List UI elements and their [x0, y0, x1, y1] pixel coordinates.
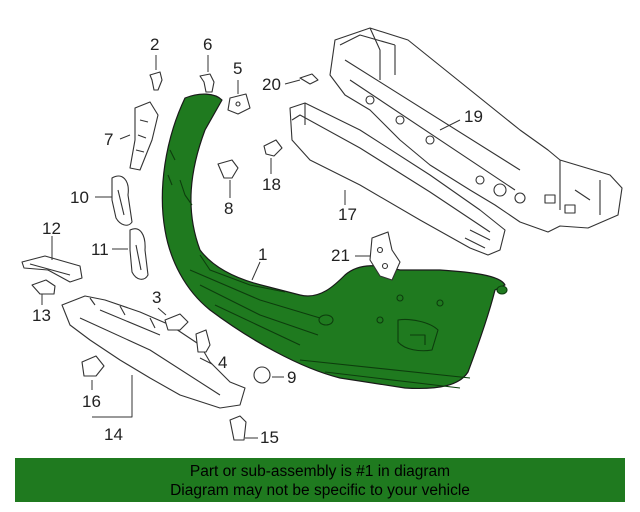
callout-6: 6: [203, 35, 213, 54]
banner-line-1: Part or sub-assembly is #1 in diagram: [189, 463, 451, 480]
callout-4: 4: [218, 353, 228, 372]
callout-12: 12: [42, 219, 61, 238]
callout-2: 2: [150, 35, 160, 54]
parts-diagram: [21, 27, 623, 441]
bolt-6[interactable]: [199, 73, 215, 93]
clip-5[interactable]: [227, 93, 251, 115]
callout-5: 5: [233, 59, 243, 78]
callout-13: 13: [32, 306, 51, 325]
callout-10: 10: [70, 188, 89, 207]
under-cover-14[interactable]: [61, 295, 246, 409]
bolt-15[interactable]: [229, 415, 247, 441]
clip-4[interactable]: [195, 329, 211, 353]
reinforcement-bar-part[interactable]: [329, 27, 623, 233]
callout-21: 21: [331, 246, 350, 265]
side-bracket-7[interactable]: [129, 101, 159, 171]
bumper-cover-part[interactable]: [161, 93, 508, 390]
callout-20: 20: [262, 75, 281, 94]
bolt-8[interactable]: [217, 159, 239, 179]
banner-line-2: Diagram may not be specific to your vehi…: [170, 482, 470, 499]
bracket-21[interactable]: [369, 231, 401, 281]
callout-9: 9: [287, 368, 297, 387]
callout-3: 3: [152, 288, 162, 307]
clip-18[interactable]: [263, 139, 283, 157]
callout-7: 7: [104, 130, 114, 149]
callout-16: 16: [82, 392, 101, 411]
leader-lines: [41, 55, 461, 439]
clip-16[interactable]: [81, 355, 105, 377]
clip-3[interactable]: [164, 313, 189, 331]
bracket-13[interactable]: [31, 279, 56, 295]
callout-19: 19: [464, 107, 483, 126]
callout-17: 17: [338, 205, 357, 224]
callout-8: 8: [224, 199, 234, 218]
callout-11: 11: [91, 240, 109, 259]
nut-9[interactable]: [253, 366, 271, 384]
callout-1: 1: [258, 245, 268, 264]
callout-18: 18: [262, 175, 281, 194]
bolt-2[interactable]: [149, 71, 163, 91]
grille-insert-12[interactable]: [21, 255, 83, 283]
callout-15: 15: [260, 428, 279, 447]
callout-14: 14: [104, 425, 123, 444]
fog-bezel-10[interactable]: [111, 175, 133, 226]
bolt-20[interactable]: [299, 73, 319, 85]
info-banner: Part or sub-assembly is #1 in diagram Di…: [15, 458, 625, 502]
absorber-part[interactable]: [289, 102, 506, 256]
fog-bezel-11[interactable]: [129, 228, 149, 280]
